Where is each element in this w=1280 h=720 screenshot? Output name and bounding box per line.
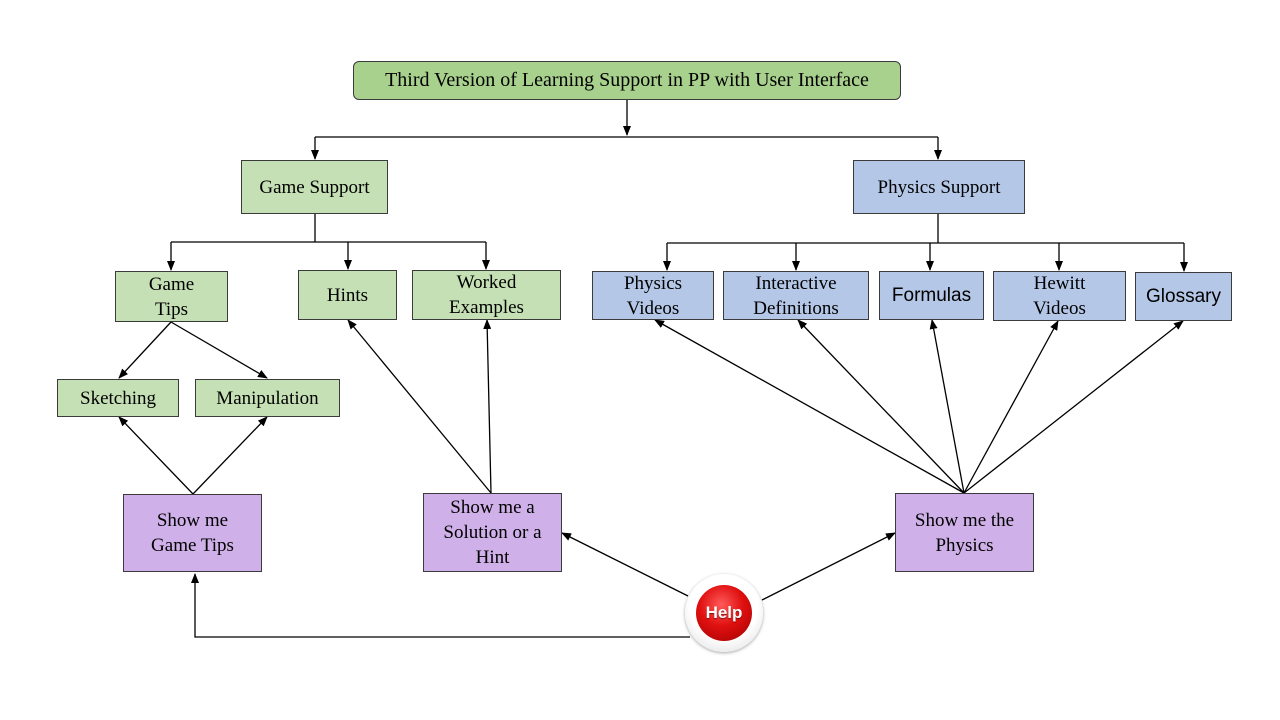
manipulation-box: Manipulation <box>195 379 340 417</box>
edge-game-tips-to-manipulation <box>170 321 268 379</box>
physics-videos-box: Physics Videos <box>592 271 714 320</box>
edge-show-physics-to-glossary <box>963 320 1184 494</box>
show-me-solution-or-hint-box: Show me a Solution or a Hint <box>423 493 562 572</box>
physics-support-box: Physics Support <box>853 160 1025 214</box>
edge-help-to-show-physics <box>761 532 896 601</box>
edge-show-solution-to-worked-examples <box>483 319 492 494</box>
edge-help-to-show-game-tips <box>191 573 690 638</box>
show-me-game-tips-box: Show me Game Tips <box>123 494 262 572</box>
help-button[interactable]: Help <box>685 574 763 652</box>
edge-help-to-show-solution <box>561 532 689 597</box>
show-me-the-physics-box: Show me the Physics <box>895 493 1034 572</box>
edge-show-game-tips-to-manipulation <box>192 416 268 495</box>
glossary-box: Glossary <box>1135 272 1232 321</box>
edge-game-tips-to-sketching <box>118 321 172 379</box>
edge-show-physics-to-formulas <box>929 319 965 494</box>
formulas-box: Formulas <box>879 271 984 320</box>
edge-show-game-tips-to-sketching <box>118 416 194 495</box>
edge-show-physics-to-interactive-definitions <box>797 319 965 494</box>
sketching-box: Sketching <box>57 379 179 417</box>
edge-show-physics-to-hewitt-videos <box>963 320 1059 494</box>
worked-examples-box: Worked Examples <box>412 270 561 320</box>
hewitt-videos-box: Hewitt Videos <box>993 271 1126 321</box>
hints-box: Hints <box>298 270 397 320</box>
edge-show-physics-to-physics-videos <box>654 319 965 494</box>
game-tips-box: Game Tips <box>115 271 228 322</box>
interactive-definitions-box: Interactive Definitions <box>723 271 869 320</box>
help-button-label: Help <box>696 585 752 641</box>
game-support-box: Game Support <box>241 160 388 214</box>
diagram-title: Third Version of Learning Support in PP … <box>353 61 901 100</box>
edge-show-solution-to-hints <box>347 319 492 494</box>
